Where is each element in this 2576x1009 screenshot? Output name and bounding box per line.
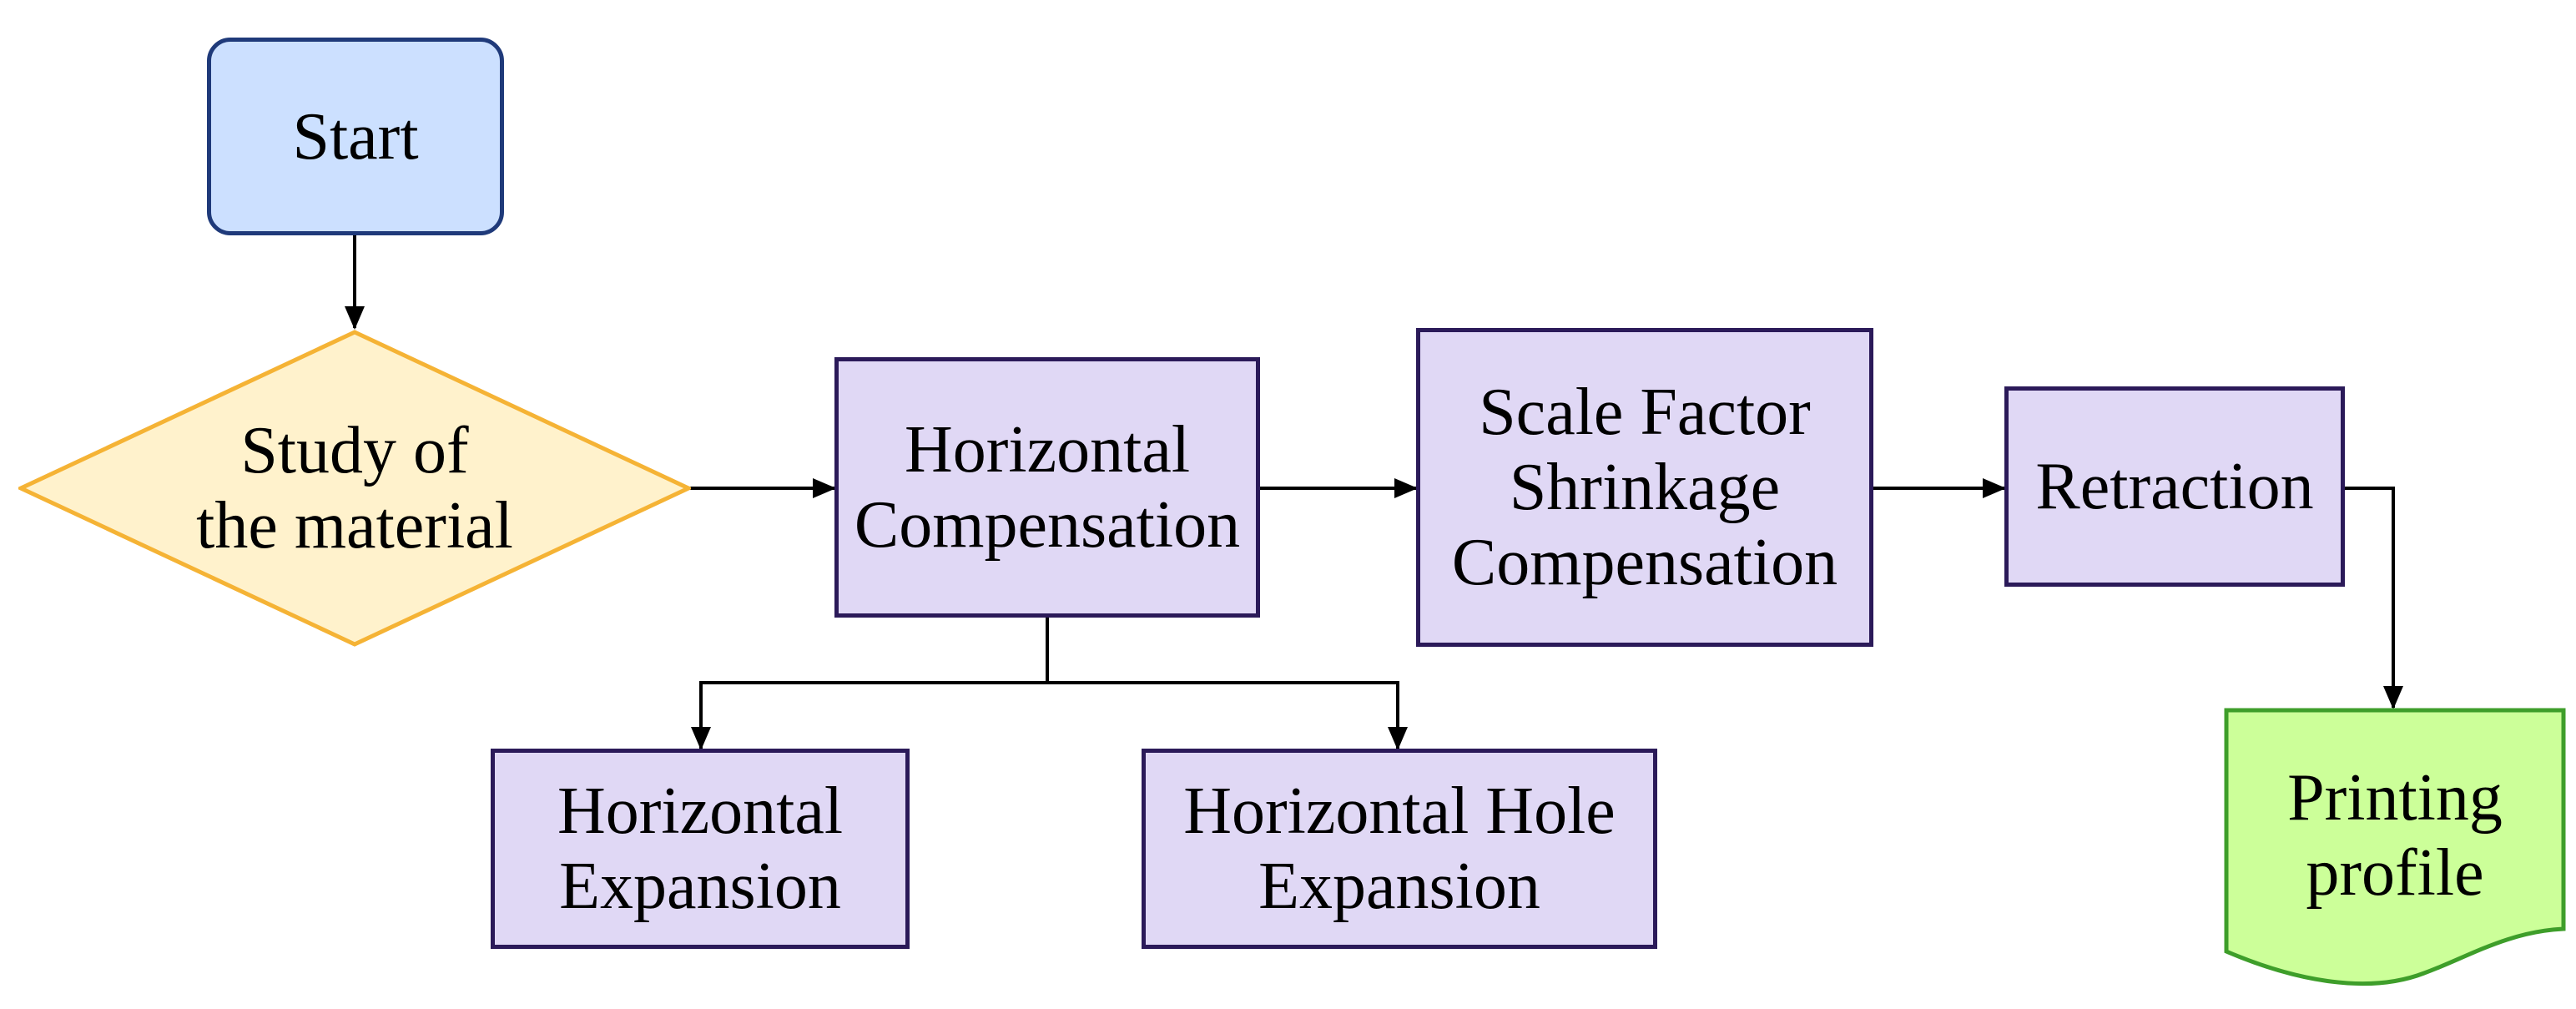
arrow-to-horizontal-expansion — [691, 681, 1047, 750]
printing-profile-line-1: Printing — [2287, 761, 2503, 835]
arrow-to-horizontal-hole-expansion — [1047, 681, 1408, 750]
horizontal-compensation-node: Horizontal Compensation — [834, 357, 1260, 618]
scale-factor-line-1: Scale Factor — [1479, 376, 1811, 449]
study-decision-node: Study of the material — [16, 330, 693, 647]
printing-profile-line-2: profile — [2306, 836, 2484, 910]
printing-profile-node: Printing profile — [2224, 708, 2566, 991]
study-label-line-2: the material — [196, 489, 513, 563]
document-shape — [2224, 708, 2566, 986]
start-label: Start — [292, 99, 419, 174]
scale-factor-line-3: Compensation — [1451, 526, 1838, 599]
retraction-label: Retraction — [2035, 450, 2314, 523]
start-node: Start — [207, 38, 504, 235]
horizontal-compensation-line-2: Compensation — [854, 488, 1241, 562]
horizontal-expansion-line-1: Horizontal — [557, 774, 844, 848]
scale-factor-node: Scale Factor Shrinkage Compensation — [1416, 328, 1873, 647]
decision-diamond-shape — [16, 330, 693, 647]
horizontal-expansion-node: Horizontal Expansion — [491, 749, 910, 949]
scale-factor-line-2: Shrinkage — [1509, 451, 1781, 524]
horizontal-expansion-line-2: Expansion — [559, 850, 841, 923]
horizontal-hole-expansion-line-1: Horizontal Hole — [1183, 774, 1616, 848]
horizontal-hole-expansion-line-2: Expansion — [1258, 850, 1540, 923]
horizontal-compensation-line-1: Horizontal — [904, 413, 1191, 487]
study-label-line-1: Study of — [240, 414, 469, 487]
retraction-node: Retraction — [2004, 386, 2345, 587]
arrow-retraction-to-printing-profile — [2345, 487, 2403, 709]
horizontal-hole-expansion-node: Horizontal Hole Expansion — [1142, 749, 1657, 949]
